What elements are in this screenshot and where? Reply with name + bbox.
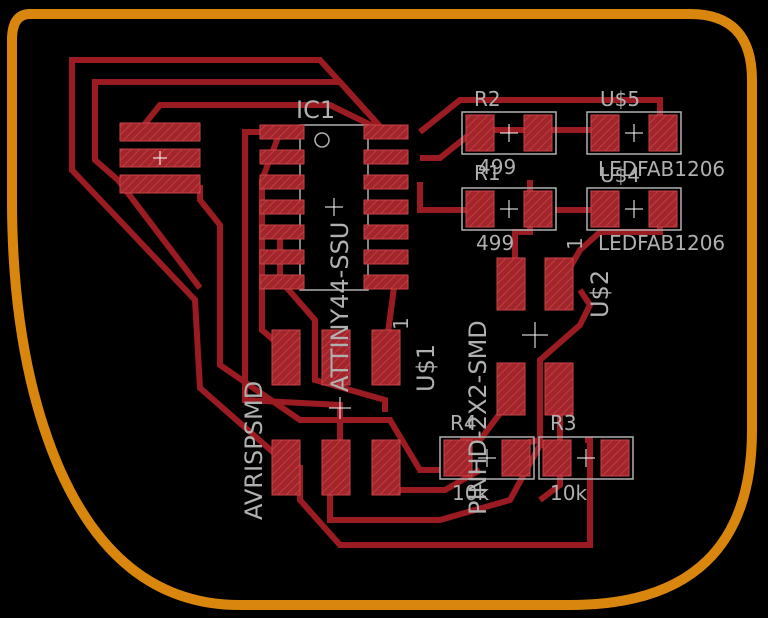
resistor-r4 (439, 436, 535, 480)
r4-name-label: R4 (450, 411, 477, 435)
r3-name-label: R3 (550, 411, 577, 435)
ic1-pin1-label: 1 (389, 317, 413, 330)
u4-value-label: LEDFAB1206 (598, 231, 725, 255)
u2-value-label: PINHD-2X2-SMD (464, 320, 492, 515)
r4-value-label: 10k (452, 481, 489, 505)
ic1-footprint (259, 124, 409, 291)
ic1-value-label: ATTINY44-SSU (326, 222, 354, 392)
u2-pin1-label: 1 (563, 237, 587, 250)
trace-5 (242, 129, 343, 460)
resistor-r3 (538, 436, 634, 480)
r1-name-label: R1 (474, 161, 501, 185)
trace-3 (137, 102, 387, 135)
u5-name-label: U$5 (600, 87, 640, 111)
u1-name-label: U$1 (412, 344, 440, 392)
header-u2 (496, 257, 574, 416)
trace-4 (197, 185, 440, 473)
u5-value-label: LEDFAB1206 (598, 157, 725, 181)
u1-value-label: AVRISPSMD (240, 381, 268, 520)
pad (119, 174, 201, 194)
ic1-name-label: IC1 (296, 96, 335, 124)
led-u4 (586, 187, 682, 231)
trace-15 (514, 288, 594, 448)
resistor-r2 (461, 111, 557, 155)
header-u1 (271, 329, 401, 496)
r3-value-label: 10k (550, 481, 587, 505)
board-outline (7, 9, 757, 610)
led-u5 (586, 111, 682, 155)
r2-name-label: R2 (474, 87, 501, 111)
resistor-r1 (461, 187, 557, 231)
header-pads-left (119, 122, 201, 194)
trace-2 (69, 57, 388, 480)
r1-value-label: 499 (476, 231, 514, 255)
trace-11 (417, 182, 475, 213)
u2-name-label: U$2 (586, 270, 614, 318)
trace-7 (277, 232, 388, 412)
pad (119, 122, 201, 142)
r2-value-label: 499 (478, 155, 516, 179)
u4-name-label: U$4 (600, 163, 640, 187)
